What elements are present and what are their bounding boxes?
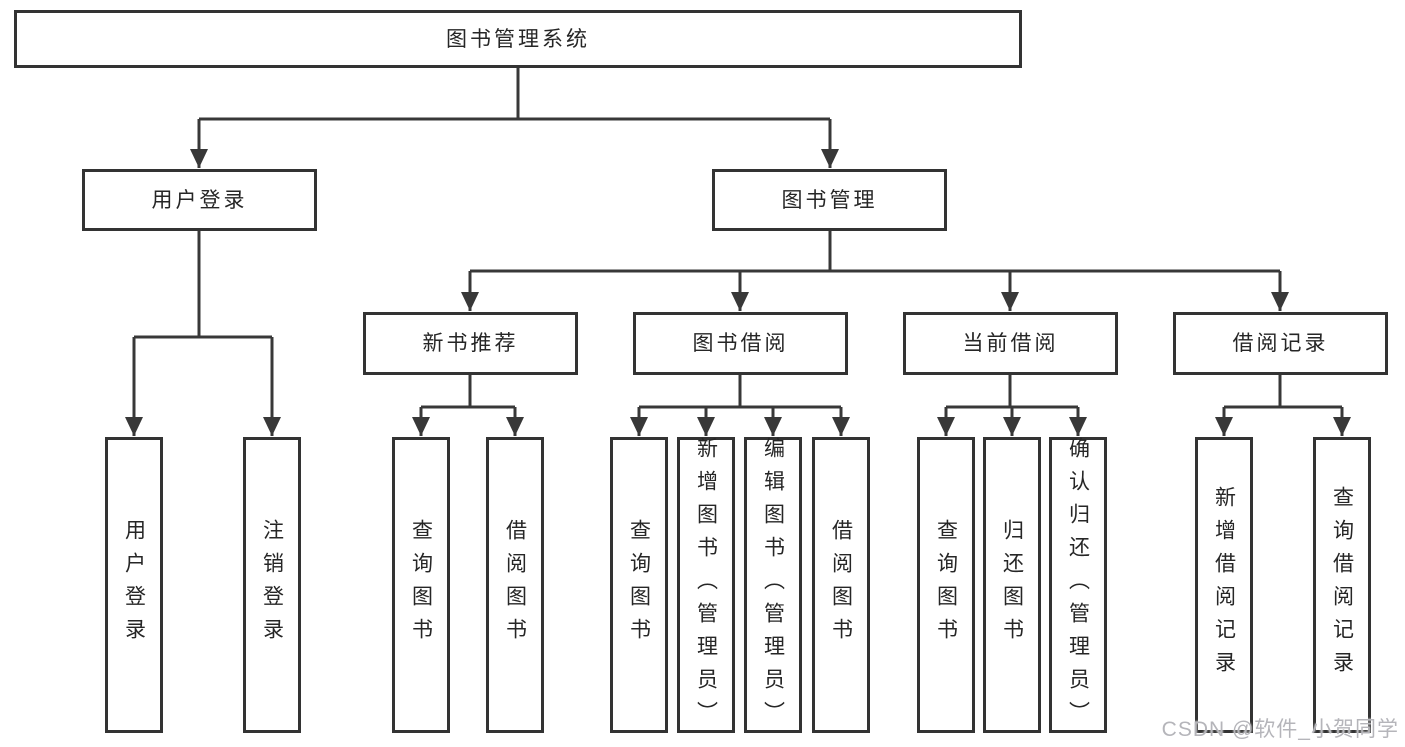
leaf-label: 新增借阅记录 bbox=[1212, 486, 1236, 684]
node-label: 新书推荐 bbox=[422, 332, 519, 355]
csdn-watermark: CSDN @软件_小贺同学 bbox=[1161, 718, 1399, 741]
leaf-label: 查询图书 bbox=[934, 519, 958, 651]
node-user-login: 用户登录 bbox=[82, 169, 317, 231]
leaf-label: 新增图书（管理员） bbox=[694, 436, 718, 734]
leaf-label: 用户登录 bbox=[122, 519, 146, 651]
node-new-book-recommend: 新书推荐 bbox=[363, 312, 578, 375]
node-label: 图书管理 bbox=[781, 188, 878, 212]
node-label: 当前借阅 bbox=[962, 332, 1059, 355]
leaf-label: 确认归还（管理员） bbox=[1066, 436, 1090, 734]
node-label: 借阅记录 bbox=[1232, 332, 1329, 355]
node-borrow-records: 借阅记录 bbox=[1173, 312, 1388, 375]
leaf-label: 借阅图书 bbox=[503, 519, 527, 651]
leaf-label: 归还图书 bbox=[1000, 519, 1024, 651]
leaf-label: 注销登录 bbox=[260, 519, 284, 651]
leaf-edit-book-admin: 编辑图书（管理员） bbox=[744, 436, 802, 734]
leaf-borrow-books: 借阅图书 bbox=[812, 437, 870, 733]
leaf-query-borrow-record: 查询借阅记录 bbox=[1313, 437, 1371, 733]
node-library-system: 图书管理系统 bbox=[14, 10, 1022, 68]
leaf-return-books: 归还图书 bbox=[983, 437, 1041, 733]
leaf-add-borrow-record: 新增借阅记录 bbox=[1195, 437, 1253, 733]
node-current-borrowing: 当前借阅 bbox=[903, 312, 1118, 375]
leaf-query-books-recommend: 查询图书 bbox=[392, 437, 450, 733]
leaf-label: 查询借阅记录 bbox=[1330, 486, 1354, 684]
node-label: 图书管理系统 bbox=[446, 27, 590, 51]
leaf-label: 查询图书 bbox=[627, 519, 651, 651]
leaf-label: 编辑图书（管理员） bbox=[761, 436, 785, 734]
leaf-label: 借阅图书 bbox=[829, 519, 853, 651]
node-book-management: 图书管理 bbox=[712, 169, 947, 231]
leaf-user-login: 用户登录 bbox=[105, 437, 163, 733]
leaf-add-book-admin: 新增图书（管理员） bbox=[677, 436, 735, 734]
leaf-logout: 注销登录 bbox=[243, 437, 301, 733]
leaf-query-books-current: 查询图书 bbox=[917, 437, 975, 733]
leaf-query-books-borrowing: 查询图书 bbox=[610, 437, 668, 733]
node-book-borrowing: 图书借阅 bbox=[633, 312, 848, 375]
leaf-borrow-books-recommend: 借阅图书 bbox=[486, 437, 544, 733]
node-label: 用户登录 bbox=[151, 188, 248, 212]
node-label: 图书借阅 bbox=[692, 332, 789, 355]
leaf-label: 查询图书 bbox=[409, 519, 433, 651]
leaf-confirm-return-admin: 确认归还（管理员） bbox=[1049, 436, 1107, 734]
